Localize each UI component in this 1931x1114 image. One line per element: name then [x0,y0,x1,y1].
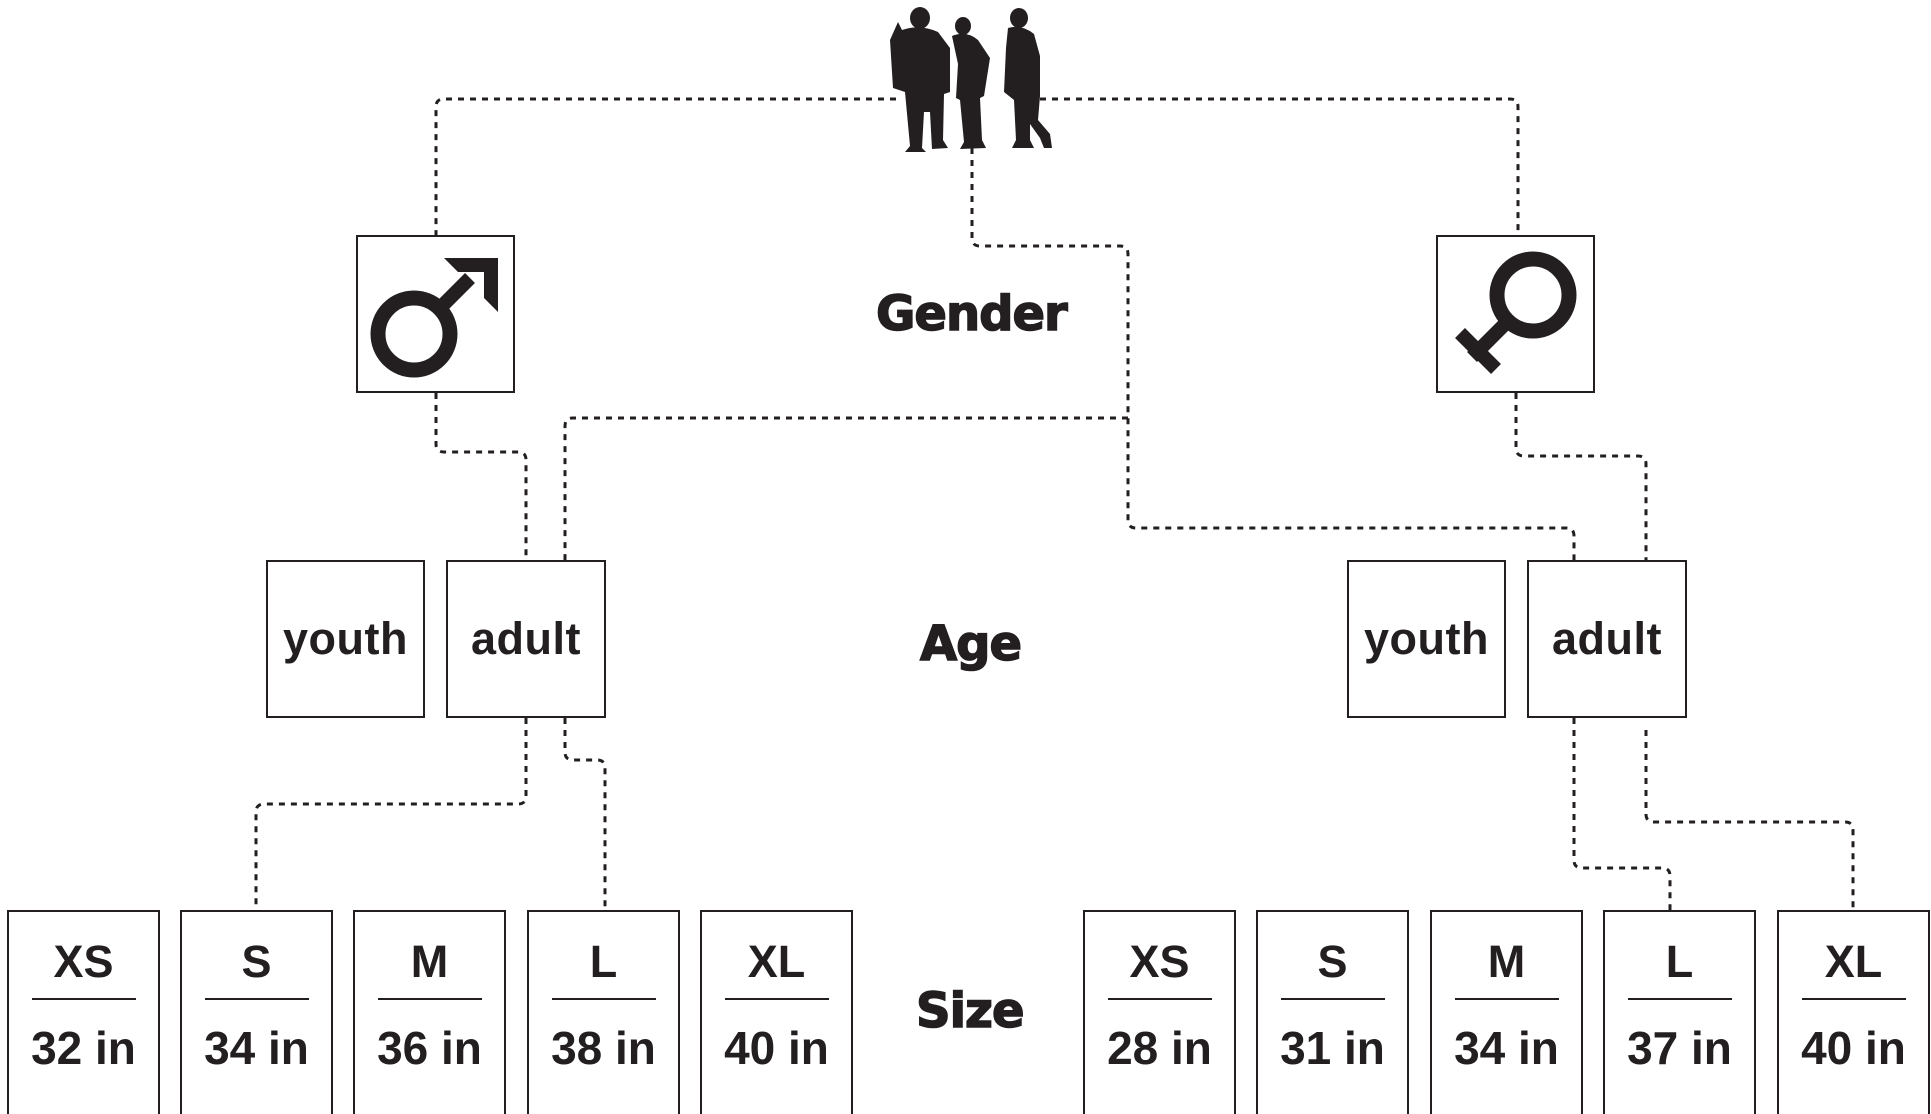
size-node-male-s: S 34 in [180,910,333,1114]
size-code: M [1487,936,1526,987]
connector-root-female [1040,97,1520,235]
connector-male-adult-l [563,718,607,910]
size-measure: 38 in [551,1022,656,1074]
size-node-male-l: L 38 in [527,910,680,1114]
size-node-female-xs: XS 28 in [1083,910,1236,1114]
divider [1801,998,1906,1000]
size-code: M [410,936,449,987]
size-code: XL [747,936,806,987]
size-code: XS [1129,936,1190,987]
size-measure: 40 in [724,1022,829,1074]
divider [1627,998,1732,1000]
male-symbol-icon [370,258,498,378]
size-measure: 31 in [1280,1022,1385,1074]
connector-male-adult-s [254,718,528,910]
size-code: S [1317,936,1348,987]
size-measure: 40 in [1801,1022,1906,1074]
connector-female-adult-xl [1644,730,1855,910]
age-node-male-youth: youth [266,560,425,718]
gender-node-male [356,235,515,393]
size-measure: 34 in [1454,1022,1559,1074]
size-measure: 37 in [1627,1022,1732,1074]
female-symbol-icon [1455,251,1577,374]
three-people-silhouette-icon [890,7,1052,152]
age-label: youth [283,613,408,664]
level-label-size: Size [915,982,1025,1040]
age-label: youth [1364,613,1489,664]
size-node-male-xs: XS 32 in [7,910,160,1114]
age-label: adult [1552,613,1662,664]
level-label-age: Age [919,615,1023,673]
divider [1107,998,1212,1000]
age-node-female-youth: youth [1347,560,1506,718]
age-node-female-adult: adult [1527,560,1687,718]
age-label: adult [471,613,581,664]
size-node-male-m: M 36 in [353,910,506,1114]
size-measure: 34 in [204,1022,309,1074]
size-node-female-m: M 34 in [1430,910,1583,1114]
size-measure: 32 in [31,1022,136,1074]
connector-root-adults [970,148,1576,560]
size-node-female-l: L 37 in [1603,910,1756,1114]
size-measure: 28 in [1107,1022,1212,1074]
divider [204,998,309,1000]
size-node-female-s: S 31 in [1256,910,1409,1114]
divider [377,998,482,1000]
size-node-female-xl: XL 40 in [1777,910,1930,1114]
size-code: XL [1824,936,1883,987]
connector-female-adult-l [1572,718,1672,910]
size-code: S [241,936,272,987]
size-code: XS [53,936,114,987]
level-label-gender: Gender [875,285,1068,343]
size-code: L [589,936,618,987]
divider [551,998,656,1000]
connector-male-adult [434,393,528,560]
connector-root-male-adult [563,416,1128,560]
divider [1454,998,1559,1000]
age-node-male-adult: adult [446,560,606,718]
connector-root-male [434,97,896,235]
gender-node-female [1436,235,1595,393]
divider [1280,998,1385,1000]
divider [31,998,136,1000]
size-code: L [1665,936,1694,987]
size-node-male-xl: XL 40 in [700,910,853,1114]
divider [724,998,829,1000]
connector-female-adult [1514,393,1648,560]
size-measure: 36 in [377,1022,482,1074]
